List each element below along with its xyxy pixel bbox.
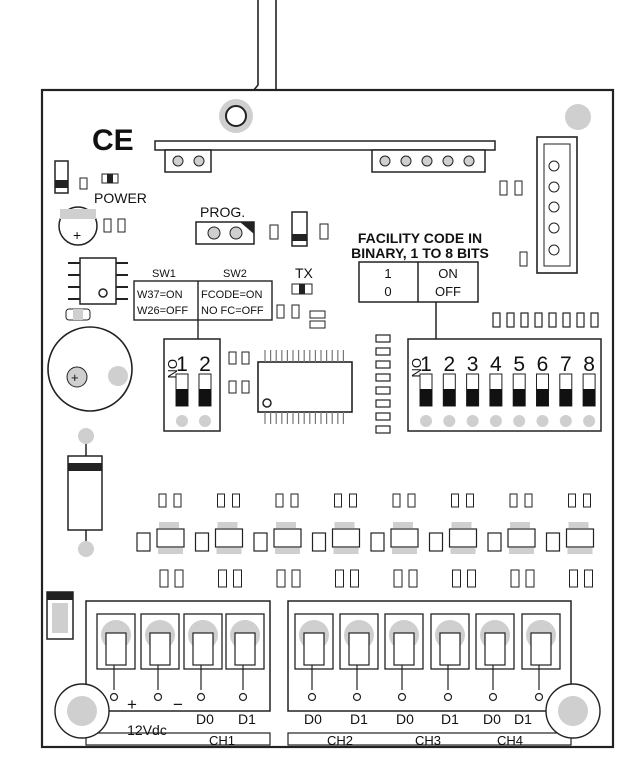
transistor [448,528,478,548]
transistor [331,528,361,548]
transistor [565,528,595,548]
terminal-label-3: D1 [350,711,368,727]
ic-chip [79,257,117,305]
svg-text:+: + [71,370,79,385]
sw2-off-text: NO FC=OFF [201,305,264,317]
plus-terminal-mark: + [127,695,137,714]
dip-small-number-1: 1 [176,353,188,376]
dip-number-5: 5 [513,353,525,376]
channel-label-ch2: CH2 [327,733,353,748]
connector-block [164,149,212,173]
transistor [273,528,302,548]
antenna-solder-point [225,105,247,127]
prog-label: PROG. [200,204,245,220]
transistor [214,528,244,548]
resistor-row [492,312,599,328]
supply-voltage-label: 12Vdc [127,722,167,738]
transistor [507,528,536,548]
tx-label: TX [295,265,314,281]
dip-number-3: 3 [467,353,479,376]
sw2-label: SW2 [223,268,247,280]
channel-label-ch3: CH3 [415,733,441,748]
legend-value-1: 1 [384,266,391,281]
dip-number-8: 8 [583,353,595,376]
legend-state-on: ON [438,266,458,281]
dip-number-1: 1 [420,353,432,376]
dip-number-4: 4 [490,353,502,376]
main-ic [257,361,353,413]
sw1-off-text: W26=OFF [137,305,188,317]
channel-label-ch4: CH4 [497,733,523,748]
facility-title-line2: BINARY, 1 TO 8 BITS [351,245,489,261]
smd-component [79,177,88,190]
top-connector-bar [154,140,496,151]
ce-mark: CE [92,124,134,157]
resistor-column [375,334,391,434]
terminal-label-7: D1 [514,711,532,727]
sw2-on-text: FCODE=ON [201,289,262,301]
channel-label-ch1: CH1 [209,733,235,748]
terminal-label-0: D0 [196,711,214,727]
legend-value-0: 0 [384,284,391,299]
dip-switch-2way [163,338,221,432]
mounting-hole [565,104,591,130]
capacitor-plus-mark: + [73,227,81,243]
terminal-label-1: D1 [238,711,256,727]
minus-terminal-mark: − [173,695,183,714]
svg-text:ON: ON [409,358,424,378]
terminal-label-2: D0 [304,711,322,727]
terminal-label-4: D0 [396,711,414,727]
facility-title-line1: FACILITY CODE IN [358,230,482,246]
terminal-label-5: D1 [441,711,459,727]
dip-number-2: 2 [443,353,455,376]
resistor [54,160,69,194]
large-capacitor [47,326,133,412]
power-label: POWER [94,190,147,206]
dip-number-7: 7 [560,353,572,376]
terminal-label-6: D0 [483,711,501,727]
legend-state-off: OFF [435,284,461,299]
transistor [390,528,419,548]
dip-small-number-2: 2 [199,353,211,376]
dip-number-6: 6 [537,353,549,376]
sw1-on-text: W37=ON [137,289,183,301]
transistor [156,528,185,548]
switch-function-box [133,280,273,321]
sw1-label: SW1 [152,268,176,280]
